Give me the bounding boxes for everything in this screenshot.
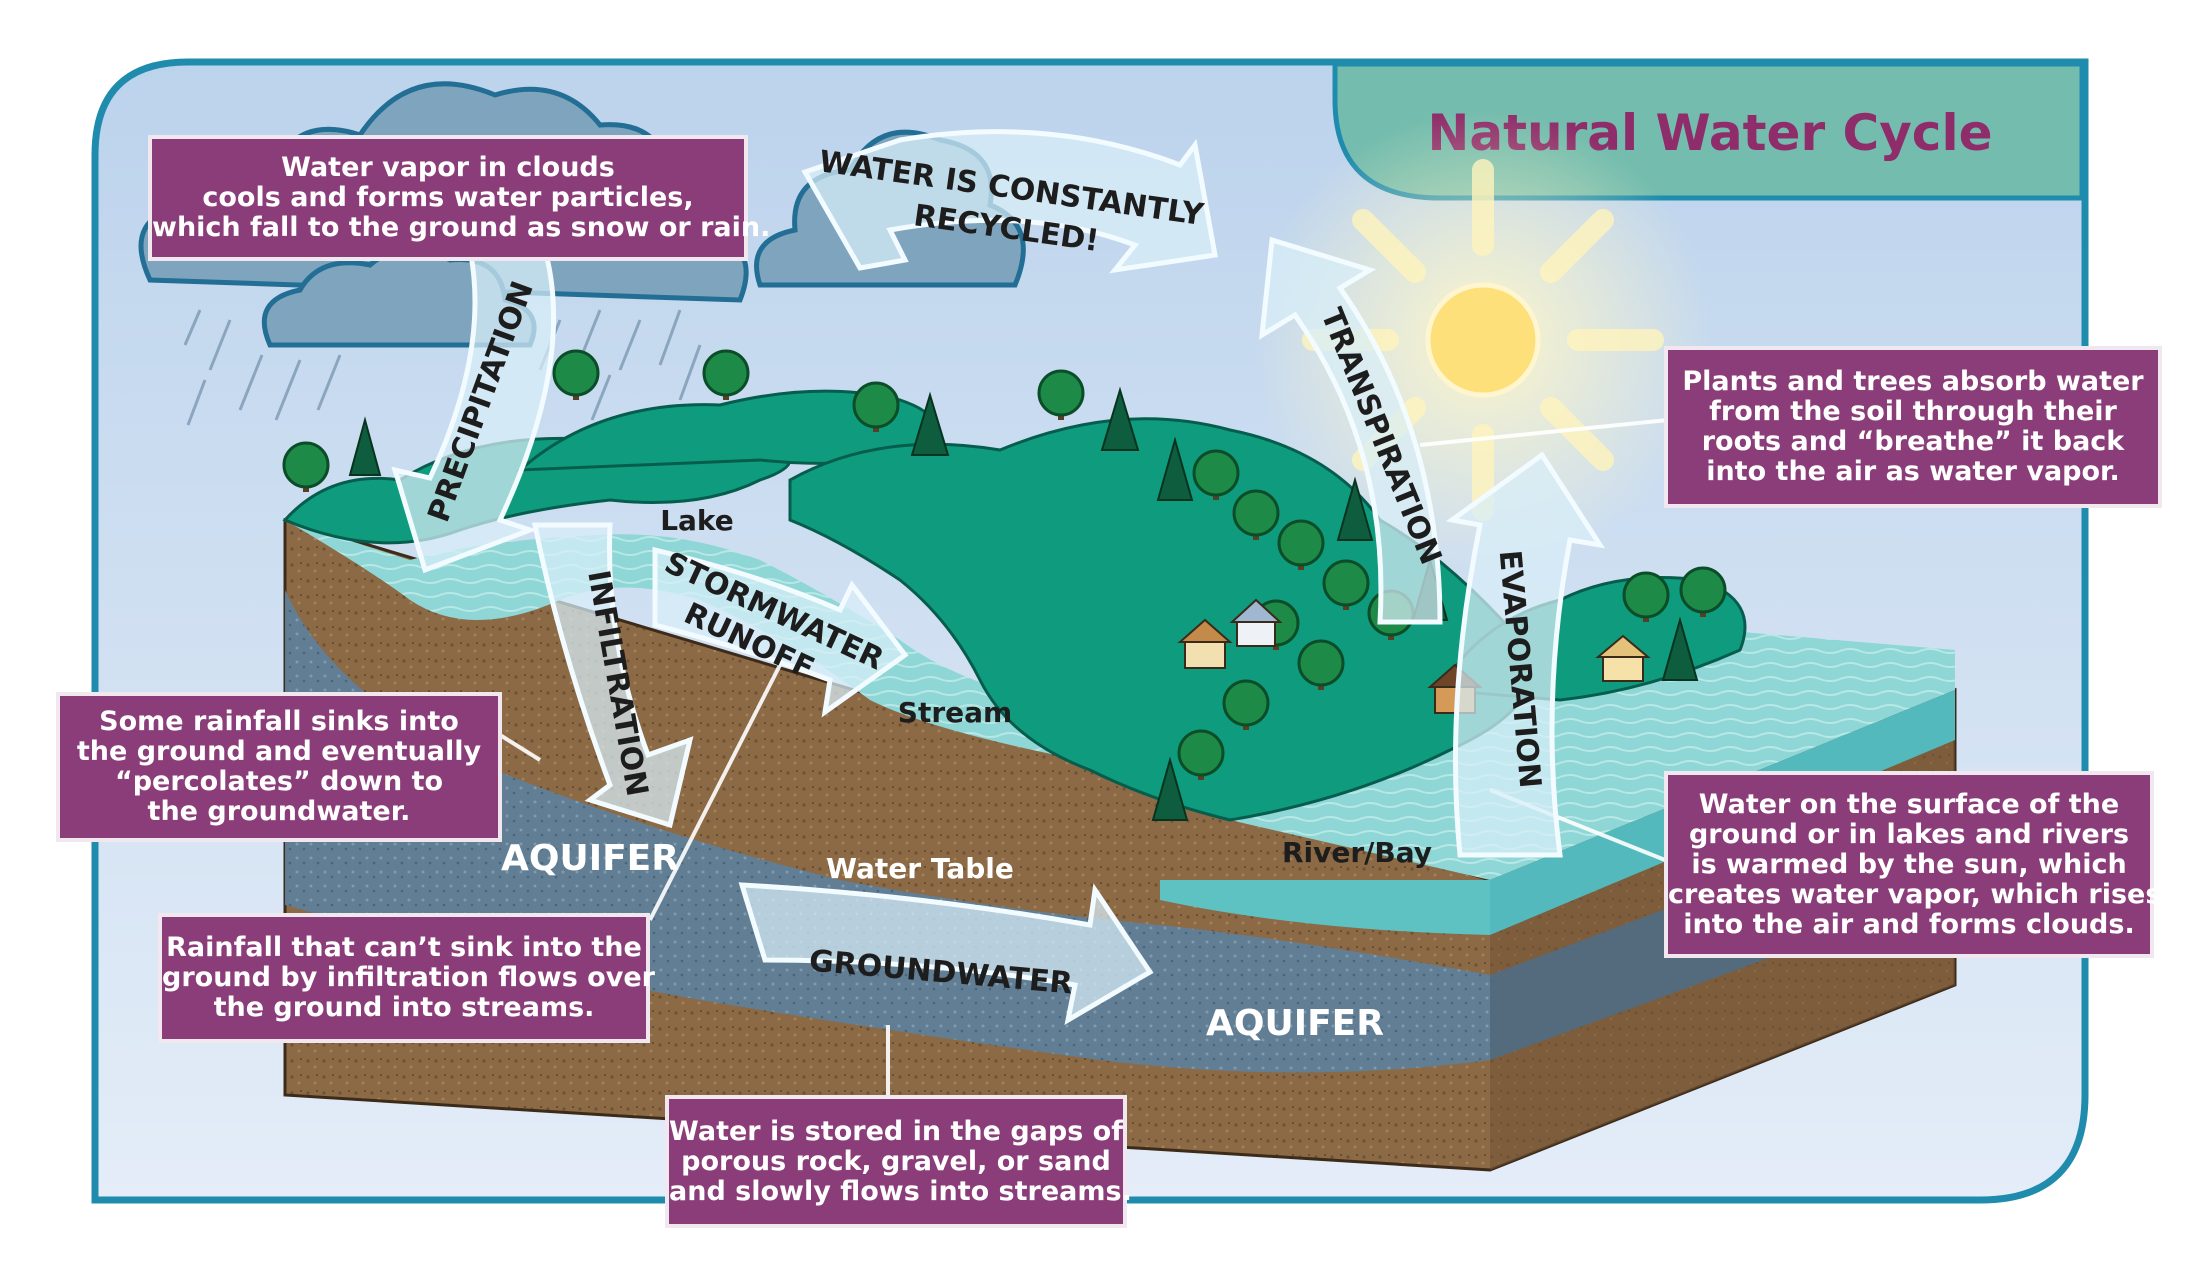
callout-line: Rainfall that can’t sink into the bbox=[162, 933, 646, 963]
callout-line: Water is stored in the gaps of bbox=[669, 1117, 1123, 1147]
callout-transpiration: Plants and trees absorb water from the s… bbox=[1664, 346, 2162, 508]
callout-infiltration: Some rainfall sinks into the ground and … bbox=[56, 692, 502, 842]
river-bay-label: River/Bay bbox=[1282, 836, 1432, 869]
callout-runoff: Rainfall that can’t sink into the ground… bbox=[158, 913, 650, 1043]
callout-precipitation: Water vapor in clouds cools and forms wa… bbox=[148, 135, 748, 261]
callout-line: porous rock, gravel, or sand bbox=[669, 1147, 1123, 1177]
aquifer-right-label: AQUIFER bbox=[1206, 1003, 1384, 1044]
callout-line: roots and “breathe” it back bbox=[1668, 427, 2158, 457]
callout-line: into the air and forms clouds. bbox=[1668, 910, 2150, 940]
callout-line: creates water vapor, which rises bbox=[1668, 880, 2150, 910]
callout-groundwater: Water is stored in the gaps of porous ro… bbox=[665, 1095, 1127, 1228]
water-table-label: Water Table bbox=[826, 852, 1014, 885]
callout-line: from the soil through their bbox=[1668, 397, 2158, 427]
callout-line: Some rainfall sinks into bbox=[60, 707, 498, 737]
callout-line: “percolates” down to bbox=[60, 767, 498, 797]
aquifer-left-label: AQUIFER bbox=[501, 838, 679, 879]
callout-line: and slowly flows into streams. bbox=[669, 1177, 1123, 1207]
callout-evaporation: Water on the surface of the ground or in… bbox=[1664, 771, 2154, 958]
callout-line: Plants and trees absorb water bbox=[1668, 367, 2158, 397]
callout-line: the ground into streams. bbox=[162, 993, 646, 1023]
callout-line: Water on the surface of the bbox=[1668, 790, 2150, 820]
callout-line: cools and forms water particles, bbox=[152, 183, 744, 213]
callout-line: is warmed by the sun, which bbox=[1668, 850, 2150, 880]
callout-line: the ground and eventually bbox=[60, 737, 498, 767]
callout-line: ground or in lakes and rivers bbox=[1668, 820, 2150, 850]
lake-label: Lake bbox=[660, 504, 734, 537]
callout-line: ground by infiltration flows over bbox=[162, 963, 646, 993]
callout-line: the groundwater. bbox=[60, 797, 498, 827]
callout-line: into the air as water vapor. bbox=[1668, 457, 2158, 487]
stream-label: Stream bbox=[898, 696, 1012, 729]
callout-line: which fall to the ground as snow or rain… bbox=[152, 213, 744, 243]
callout-line: Water vapor in clouds bbox=[152, 153, 744, 183]
